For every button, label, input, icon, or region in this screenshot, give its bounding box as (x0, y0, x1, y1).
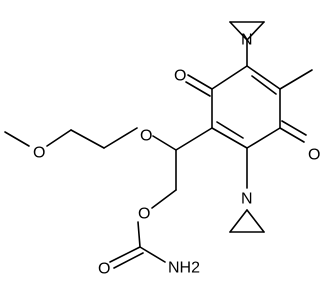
quinone-ring (211, 65, 281, 149)
ketone-top-bond (185, 74, 213, 97)
n-top-label: N (241, 32, 253, 49)
o-methoxy-label: O (33, 145, 45, 162)
aziridine-ring-bottom (229, 147, 265, 233)
o-ketone-top-label: O (174, 68, 186, 85)
methyl-bond (279, 69, 313, 90)
o-ether-side-label: O (140, 128, 152, 145)
o-ester-label: O (138, 206, 150, 223)
ketone-right-bond (279, 120, 307, 143)
nh2-label: NH2 (168, 260, 200, 277)
aziridine-ring-top (229, 21, 265, 67)
atom-labels: N N O O O O O O NH2 (33, 32, 320, 278)
side-chain (4, 127, 213, 269)
n-bottom-label: N (241, 191, 253, 208)
o-carbonyl-label: O (98, 261, 110, 278)
o-ketone-right-label: O (308, 147, 320, 164)
